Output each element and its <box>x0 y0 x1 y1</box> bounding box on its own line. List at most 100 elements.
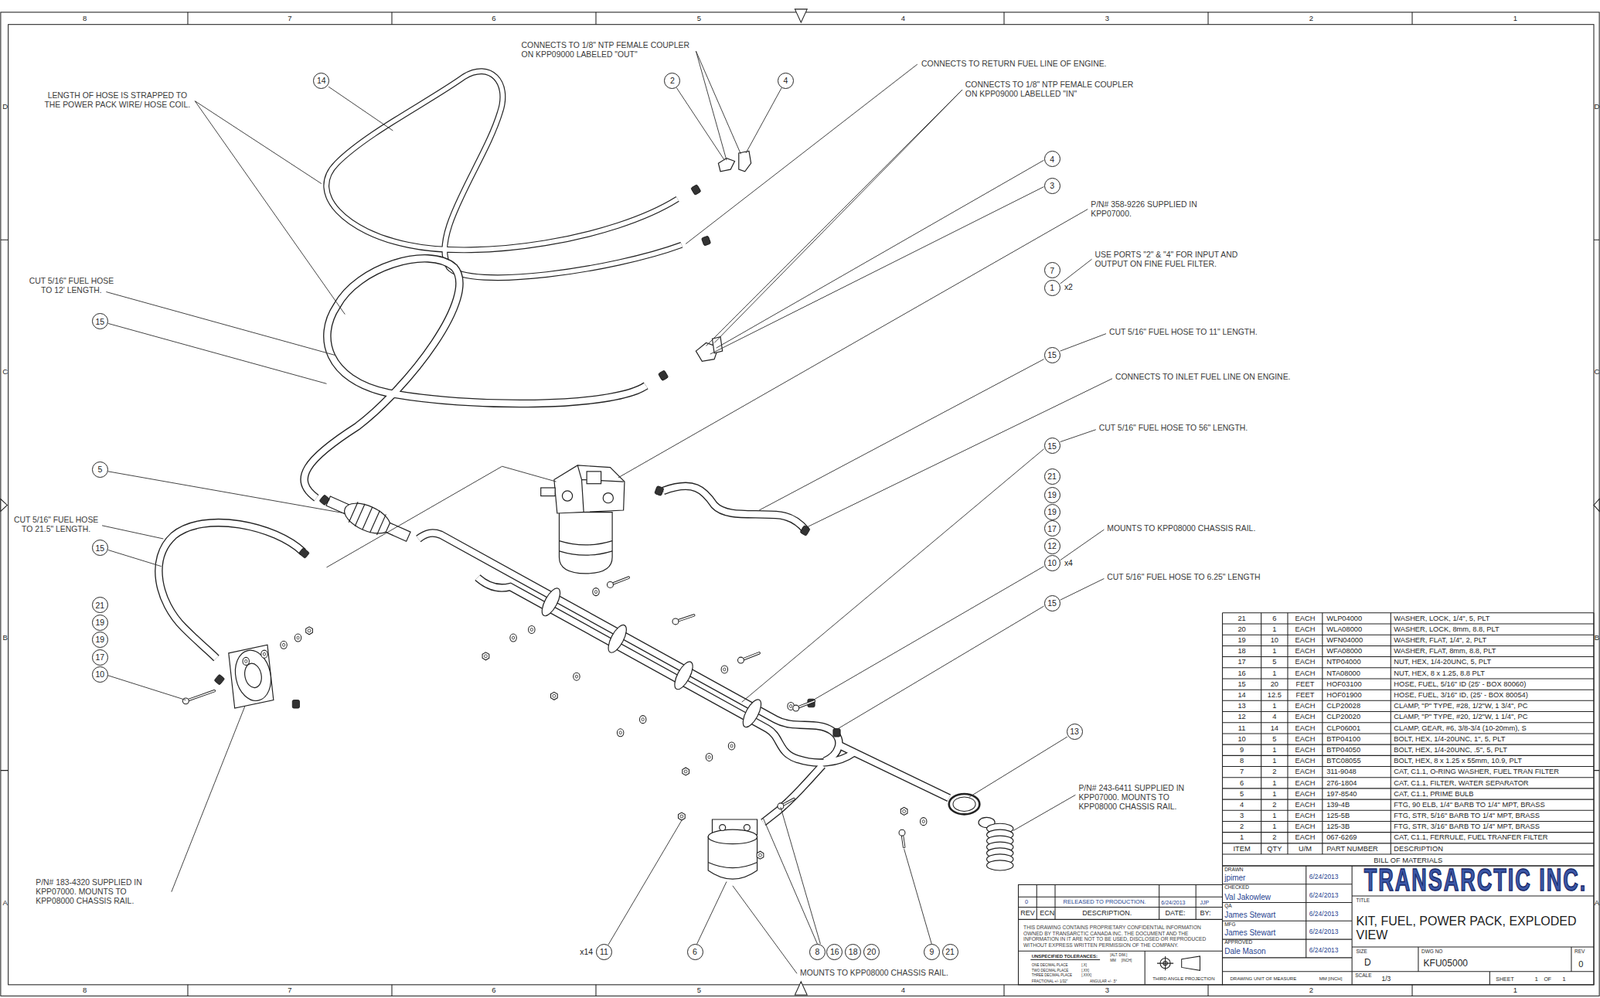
head-edge <box>577 465 623 513</box>
callout-number: 2 <box>670 76 675 86</box>
bom-cell: 1 <box>1272 811 1277 821</box>
hose-outline <box>326 71 682 278</box>
projection-symbol <box>1157 956 1200 971</box>
bom-cell: WFN04000 <box>1326 636 1363 645</box>
bom-cell: 1 <box>1272 756 1277 766</box>
p-clamps <box>538 585 766 730</box>
nut-hole <box>680 814 684 818</box>
bom-cell: 125-5B <box>1326 811 1350 821</box>
fittings <box>695 150 751 361</box>
hex-nut <box>682 767 690 776</box>
washer-hole <box>730 744 733 748</box>
bom-cell: 7 <box>1239 767 1244 777</box>
washer <box>705 752 712 761</box>
filter-head <box>554 465 625 514</box>
note-text: CUT 5/16" FUEL HOSE TO 12' LENGTH. <box>25 276 118 296</box>
callout-balloon: 8 <box>809 943 826 960</box>
title-block-text: JJP <box>1200 899 1210 906</box>
p-clamp <box>953 796 976 811</box>
bom-cell: 1 <box>1272 779 1277 788</box>
zone-marker: 4 <box>901 986 906 995</box>
callout-balloon: 20 <box>863 943 880 960</box>
zone-marker: C <box>2 367 8 377</box>
washer-hole <box>262 652 266 656</box>
title-block-text: RELEASED TO PRODUCTION. <box>1063 898 1147 906</box>
title-block-text: James Stewart <box>1224 910 1276 920</box>
bom-cell: 18 <box>1237 646 1246 656</box>
zone-marker: C <box>1594 367 1600 377</box>
callout-number: 8 <box>815 947 821 957</box>
bom-cell: NTP04000 <box>1326 657 1361 667</box>
zone-marker: 6 <box>491 986 496 995</box>
washer <box>280 640 287 649</box>
callout-number: 15 <box>1047 350 1057 360</box>
title-block-text: 0 <box>1578 959 1583 970</box>
head-port <box>586 471 601 484</box>
callout-balloon: 15 <box>1044 347 1061 364</box>
coupler-ring <box>987 860 1014 871</box>
title-block-text: 6/24/2013 <box>1309 873 1339 882</box>
title-block-text: ONE DECIMAL PLACE <box>1031 963 1069 967</box>
fine-fuel-filter <box>708 819 757 879</box>
callout-number: 16 <box>830 947 840 957</box>
bom-cell: 10 <box>1237 735 1246 744</box>
bom-cell: 11 <box>1238 724 1246 733</box>
bom-cell: 2 <box>1272 767 1277 777</box>
bom-cell: QTY <box>1266 844 1282 854</box>
hex-nut <box>482 652 490 661</box>
callout-balloon: 7 <box>1044 262 1061 279</box>
title-block-text: FRACTIONAL +/- 1/32" <box>1031 979 1069 984</box>
washer <box>528 625 535 634</box>
bom-cell: CLP20028 <box>1326 701 1361 711</box>
title-block-text: CHECKED <box>1224 884 1250 890</box>
title-block-text: DESCRIPTION. <box>1082 908 1132 917</box>
title-block-text: [ALT. DIM.] <box>1109 953 1127 957</box>
hose-ferrule <box>319 494 331 506</box>
hose-fill <box>158 258 949 823</box>
washer-hole <box>594 590 597 594</box>
callout-number: 15 <box>1047 599 1057 608</box>
callout-number: 21 <box>95 601 106 610</box>
callout-number: 14 <box>316 76 327 86</box>
callout-balloon: 19 <box>1044 503 1061 521</box>
bom-cell: EACH <box>1295 657 1316 667</box>
callout-balloon: 19 <box>91 614 109 631</box>
bom-cell: CAT, C1.1, PRIME BULB <box>1393 789 1474 799</box>
hose-ferrule <box>654 485 664 496</box>
callout-balloon: 5 <box>91 461 109 478</box>
title-block-text: THIS DRAWING CONTAINS PROPRIETARY CONFID… <box>1023 924 1218 948</box>
callout-balloon: 15 <box>1044 437 1061 454</box>
bom-cell: 16 <box>1237 669 1246 678</box>
water-separator <box>541 465 625 574</box>
note-text: LENGTH OF HOSE IS STRAPPED TO THE POWER … <box>40 91 195 110</box>
bom-cell: 1 <box>1272 646 1277 656</box>
callout-balloon: 15 <box>1044 595 1061 612</box>
outer-border <box>0 12 1600 997</box>
callout-balloon: 16 <box>826 943 843 960</box>
callout-number: 18 <box>848 947 858 957</box>
bom-cell: EACH <box>1295 625 1316 634</box>
bom-cell: 12 <box>1237 712 1246 722</box>
zone-marker: A <box>2 898 7 908</box>
bom-cell: BOLT, HEX, 1/4-20UNC, 1", 5, PLT <box>1393 735 1505 744</box>
title-block-text: MFG <box>1224 921 1236 927</box>
bom-cell: 139-4B <box>1326 800 1350 810</box>
title-block-text: D <box>1364 957 1372 969</box>
title-block-text: OF <box>1543 976 1552 983</box>
bom-cell: FTG, 90 ELB, 1/4" BARB TO 1/4" MPT, BRAS… <box>1393 800 1545 810</box>
bom-cell: EACH <box>1295 822 1316 831</box>
p-clamp <box>670 659 697 692</box>
washer <box>920 817 927 826</box>
note-text: CUT 5/16" FUEL HOSE TO 21.5" LENGTH. <box>10 515 103 535</box>
bom-cell: FEET <box>1296 691 1315 700</box>
hex-nut <box>678 812 686 821</box>
bolt-head <box>793 704 800 712</box>
filter-body <box>231 646 276 705</box>
bom-cell: BTP04050 <box>1326 745 1361 755</box>
bom-cell: FTG, STR, 5/16" BARB TO 1/4" MPT, BRASS <box>1393 811 1540 821</box>
washer-hole <box>511 636 515 640</box>
bom-cell: EACH <box>1295 724 1316 733</box>
nut-hole <box>552 694 556 698</box>
callout-number: 19 <box>1047 490 1057 500</box>
bom-cell: EACH <box>1295 756 1316 766</box>
